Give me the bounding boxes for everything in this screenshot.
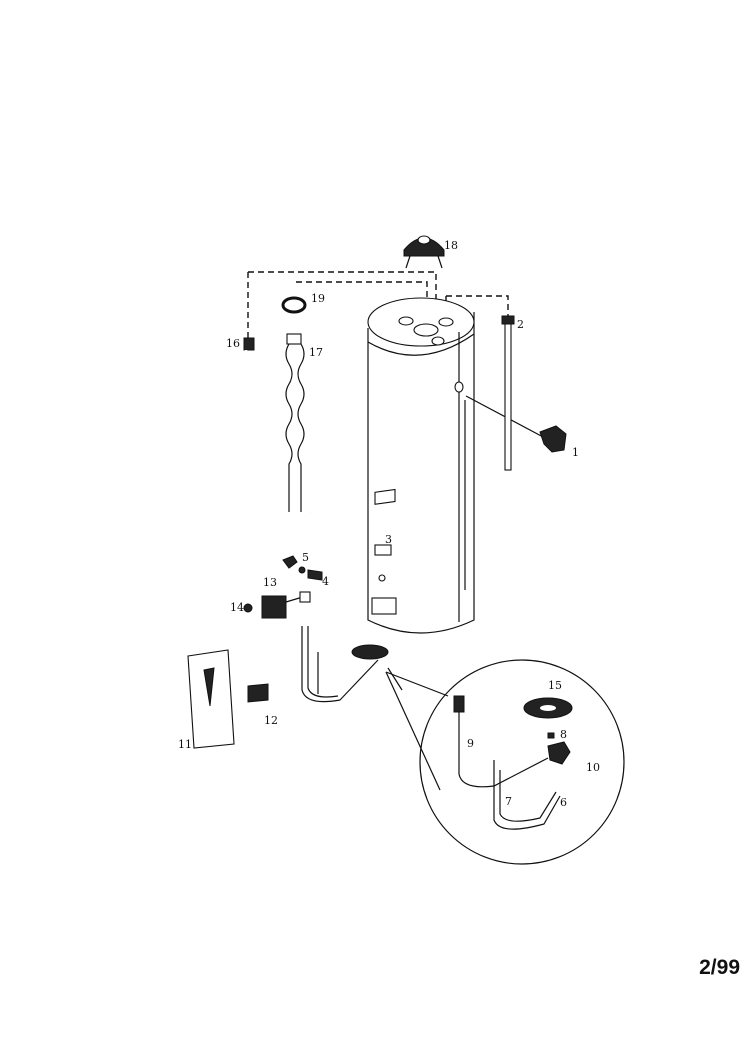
burner-assembly [301, 626, 403, 703]
part-18-flue-cap [403, 235, 445, 269]
callout-19: 19 [311, 292, 325, 305]
callout-9: 9 [467, 737, 474, 750]
callout-6: 6 [560, 796, 567, 809]
part-17-corrugated-pipe [285, 333, 305, 512]
part-callouts: 1 2 3 4 5 6 7 8 9 10 11 12 13 14 15 16 1… [178, 239, 600, 809]
callout-7: 7 [505, 795, 512, 808]
callout-11: 11 [178, 738, 192, 751]
callout-10: 10 [586, 761, 600, 774]
part-16-flex-hose [226, 337, 311, 528]
callout-17: 17 [309, 346, 323, 359]
detail-circle [385, 659, 625, 865]
callout-3: 3 [385, 533, 392, 546]
callout-13: 13 [263, 576, 277, 589]
detail-parts [453, 695, 573, 830]
callout-1: 1 [572, 446, 579, 459]
part-3-label [374, 544, 392, 556]
callout-15: 15 [548, 679, 562, 692]
part-13-gas-control [261, 591, 311, 619]
callout-12: 12 [264, 714, 278, 727]
callout-8: 8 [560, 728, 567, 741]
part-1-drain-valve [465, 395, 567, 453]
callout-16: 16 [226, 337, 240, 350]
callout-5: 5 [302, 551, 309, 564]
page-code: 2/99 [699, 956, 740, 979]
callout-18: 18 [444, 239, 458, 252]
part-11-outer-door [187, 649, 235, 749]
heater-tank [367, 297, 475, 634]
part-12-inner-door [247, 683, 269, 703]
callout-4: 4 [322, 575, 329, 588]
part-14-nut [243, 603, 253, 613]
callout-2: 2 [517, 318, 524, 331]
part-2-anode-rod [501, 315, 515, 471]
part-4-5-fittings [282, 555, 323, 581]
callout-14: 14 [230, 601, 244, 614]
part-19-gasket [281, 296, 307, 314]
